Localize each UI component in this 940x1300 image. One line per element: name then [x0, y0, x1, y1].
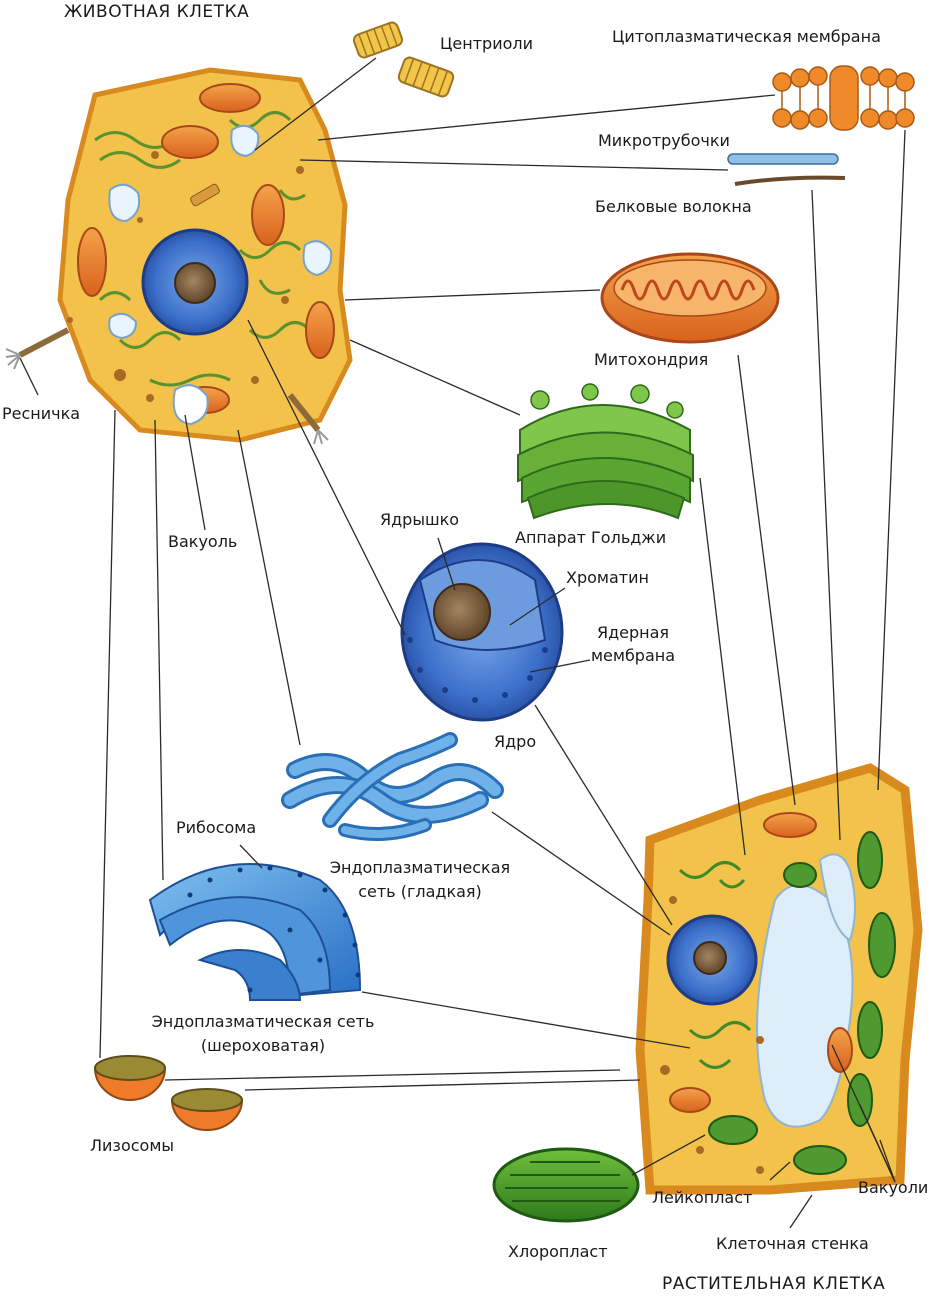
label-nuclear-membrane-2: мембрана — [590, 646, 676, 665]
label-nucleolus: Ядрышко — [380, 510, 460, 529]
lysosomes-illustration — [93, 1055, 244, 1131]
label-chloroplast: Хлоропласт — [508, 1242, 608, 1261]
animal-nucleolus — [174, 262, 216, 304]
label-centrioles: Центриоли — [440, 34, 534, 53]
label-nuclear-membrane-1: Ядерная — [596, 623, 670, 642]
label-lysosomes: Лизосомы — [90, 1136, 175, 1155]
plant-cell — [635, 763, 923, 1195]
label-microtubules: Микротрубочки — [598, 131, 730, 150]
label-cell-wall: Клеточная стенка — [716, 1234, 869, 1253]
smooth-er-illustration — [281, 732, 504, 841]
label-cytoplasmic-membrane: Цитоплазматическая мембрана — [612, 27, 881, 46]
leader-lines — [19, 57, 906, 1229]
label-smooth-er-2: сеть (гладкая) — [358, 882, 482, 901]
animal-cell-title: ЖИВОТНАЯ КЛЕТКА — [64, 2, 250, 22]
membrane-illustration — [772, 65, 915, 131]
golgi-illustration — [517, 383, 694, 520]
microtubules-illustration — [727, 153, 846, 186]
cilium — [5, 327, 329, 445]
nucleus-illustration — [400, 542, 564, 722]
chloroplast-illustration — [492, 1147, 640, 1223]
label-vacuole: Вакуоль — [168, 532, 238, 551]
label-cilium: Ресничка — [2, 404, 81, 423]
animal-cell — [5, 67, 353, 445]
label-ribosome: Рибосома — [176, 818, 257, 837]
label-smooth-er-1: Эндоплазматическая — [329, 858, 511, 877]
label-vacuoles: Вакуоли — [858, 1178, 929, 1197]
label-protein-fibers: Белковые волокна — [595, 197, 752, 216]
label-rough-er-2: (шероховатая) — [200, 1036, 326, 1055]
label-golgi: Аппарат Гольджи — [515, 528, 667, 547]
label-rough-er-1: Эндоплазматическая сеть — [151, 1012, 375, 1031]
plant-cell-title: РАСТИТЕЛЬНАЯ КЛЕТКА — [662, 1274, 886, 1294]
label-mitochondrion: Митохондрия — [594, 350, 709, 369]
rough-er-illustration — [148, 863, 362, 1001]
label-chromatin: Хроматин — [566, 568, 649, 587]
label-nucleus: Ядро — [494, 732, 537, 751]
centrioles-illustration — [352, 21, 455, 98]
mitochondrion-illustration — [600, 252, 780, 344]
label-leucoplast: Лейкопласт — [652, 1188, 753, 1207]
